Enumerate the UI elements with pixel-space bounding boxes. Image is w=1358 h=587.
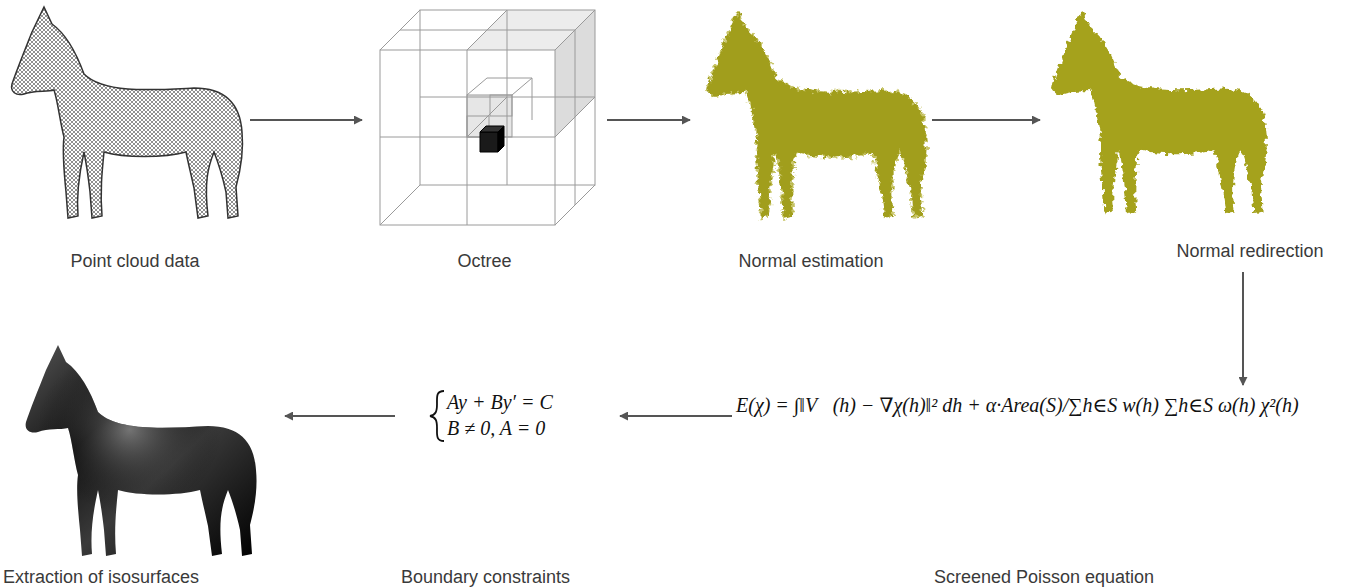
normal-estimation-horse xyxy=(707,11,926,218)
equation-text: E(χ) = ∫‖V⃗(h) − ∇χ(h)‖² dh + α·Area(S)/… xyxy=(736,393,1352,417)
step-caption: Octree xyxy=(362,250,607,272)
equation-step: Ay + By′ = CB ≠ 0, A = 0 Boundary constra… xyxy=(395,385,620,587)
step-caption: Extraction of isosurfaces xyxy=(3,566,283,587)
process-step: Octree xyxy=(362,0,607,275)
point-cloud-horse xyxy=(12,7,243,218)
input-step: Point cloud data xyxy=(0,0,250,275)
flow-arrow xyxy=(285,415,395,417)
octree-figure xyxy=(380,10,595,225)
flow-arrow xyxy=(620,415,732,417)
equation-brace xyxy=(430,391,444,441)
flow-arrow xyxy=(932,119,1040,121)
isosurface-horse xyxy=(26,345,257,556)
equation-text: Ay + By′ = C xyxy=(447,390,617,414)
process-step: Normal estimation xyxy=(690,0,932,275)
step-caption: Point cloud data xyxy=(20,250,250,272)
process-step: Normal redirection xyxy=(1040,0,1352,272)
output-step: Extraction of isosurfaces xyxy=(0,335,285,587)
step-caption: Screened Poisson equation xyxy=(732,566,1356,587)
step-caption: Normal redirection xyxy=(1150,240,1350,262)
equation-step: E(χ) = ∫‖V⃗(h) − ∇χ(h)‖² dh + α·Area(S)/… xyxy=(732,385,1356,587)
step-caption: Normal estimation xyxy=(690,250,932,272)
normal-redirection-horse xyxy=(1052,11,1267,214)
step-caption: Boundary constraints xyxy=(401,566,616,587)
equation-text: B ≠ 0, A = 0 xyxy=(447,416,617,440)
flow-arrow xyxy=(250,119,362,121)
flow-arrow xyxy=(1242,272,1244,385)
flow-arrow xyxy=(607,119,690,121)
